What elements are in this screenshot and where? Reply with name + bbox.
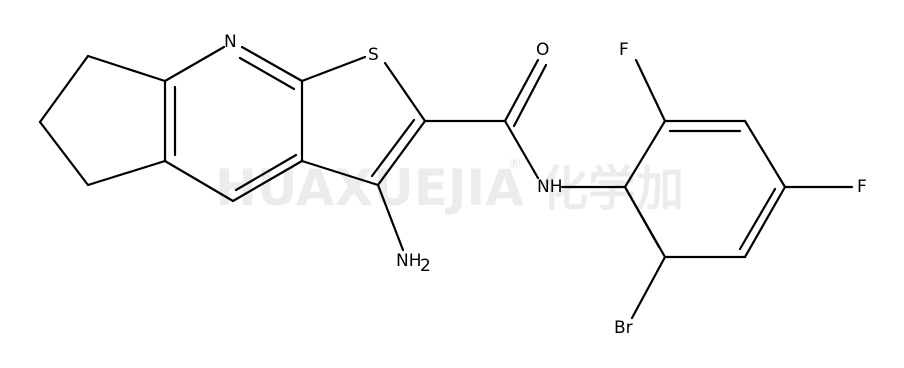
bond	[231, 159, 304, 203]
thiophene-ring	[300, 55, 427, 187]
bond	[163, 159, 235, 203]
bond	[300, 55, 367, 83]
pyridine-ring	[163, 45, 304, 203]
bond	[38, 120, 90, 187]
phenyl-ring	[623, 119, 787, 259]
bond	[163, 45, 226, 83]
bond	[86, 159, 167, 187]
atom-label-pyridine-n: N	[224, 32, 237, 52]
bond	[376, 183, 405, 252]
atom-label-amino-subscript: 2	[420, 256, 431, 276]
atom-label-fluoro-top: F	[619, 40, 629, 60]
bond	[238, 56, 296, 91]
cyclopentane-ring	[38, 54, 167, 187]
atom-label-carbonyl-o: O	[536, 40, 549, 60]
bond	[300, 159, 380, 187]
watermark-brand-cn: 化学加	[540, 161, 684, 217]
bond	[240, 45, 304, 83]
atom-label-thiophene-s: S	[368, 45, 379, 65]
watermark-brand-latin: HUAXUEJIA	[215, 159, 524, 217]
watermark: HUAXUEJIA ® 化学加	[215, 156, 684, 217]
bond	[743, 119, 787, 189]
bond	[503, 119, 540, 180]
atom-label-bromo: Br	[614, 318, 633, 338]
atom-label-amino-nh: NH	[396, 251, 422, 271]
bond	[623, 185, 661, 249]
bond	[376, 119, 427, 187]
atom-label-fluoro-para: F	[857, 177, 867, 197]
atom-label-amide-nh: NH	[537, 177, 563, 197]
watermark-registered-mark: ®	[508, 156, 522, 172]
bond	[630, 255, 667, 320]
bond	[370, 118, 416, 178]
bond	[512, 63, 548, 128]
bond	[738, 187, 777, 251]
bond	[383, 61, 427, 123]
bond	[38, 54, 90, 124]
bond	[743, 185, 787, 259]
bond	[623, 119, 667, 189]
bond	[503, 58, 540, 123]
carboxamide-group	[423, 58, 627, 189]
bond	[86, 54, 167, 83]
bond	[234, 153, 298, 192]
bond	[634, 58, 667, 123]
